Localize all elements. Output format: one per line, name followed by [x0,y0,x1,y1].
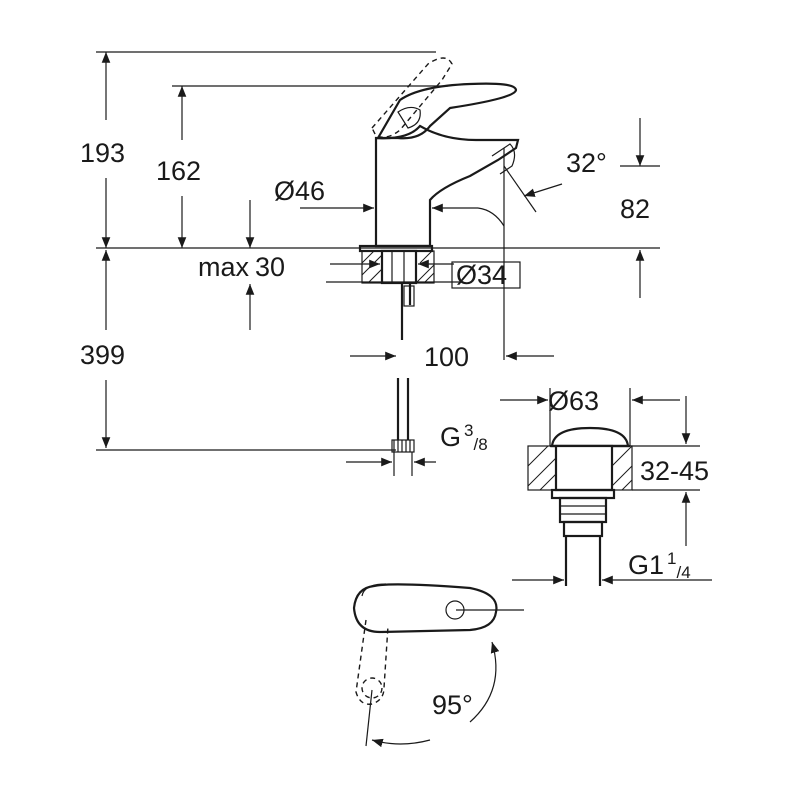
label-399: 399 [80,340,125,370]
label-100: 100 [424,342,469,372]
label-82: 82 [620,194,650,224]
supply-hose-lower [396,378,410,440]
faucet-side-view [358,57,520,453]
lever-handle [376,82,518,140]
label-95-degree: 95° [432,690,473,720]
label-193: 193 [80,138,125,168]
basin-section [527,444,633,492]
label-32-45: 32-45 [640,456,709,486]
raised-handle-outline [371,57,453,138]
waste-valve [527,426,633,586]
waste-dimension-lines [500,388,712,585]
faucet-body [374,124,520,248]
countertop-section [361,249,435,285]
label-162: 162 [156,156,201,186]
label-diameter-34: Ø34 [456,260,507,290]
label-diameter-46: Ø46 [274,176,325,206]
faucet-dimension-lines [96,51,660,476]
label-32-degree: 32° [566,148,607,178]
label-diameter-63: Ø63 [548,386,599,416]
handle-top-view [352,583,524,748]
rotated-handle-outline [355,619,389,705]
